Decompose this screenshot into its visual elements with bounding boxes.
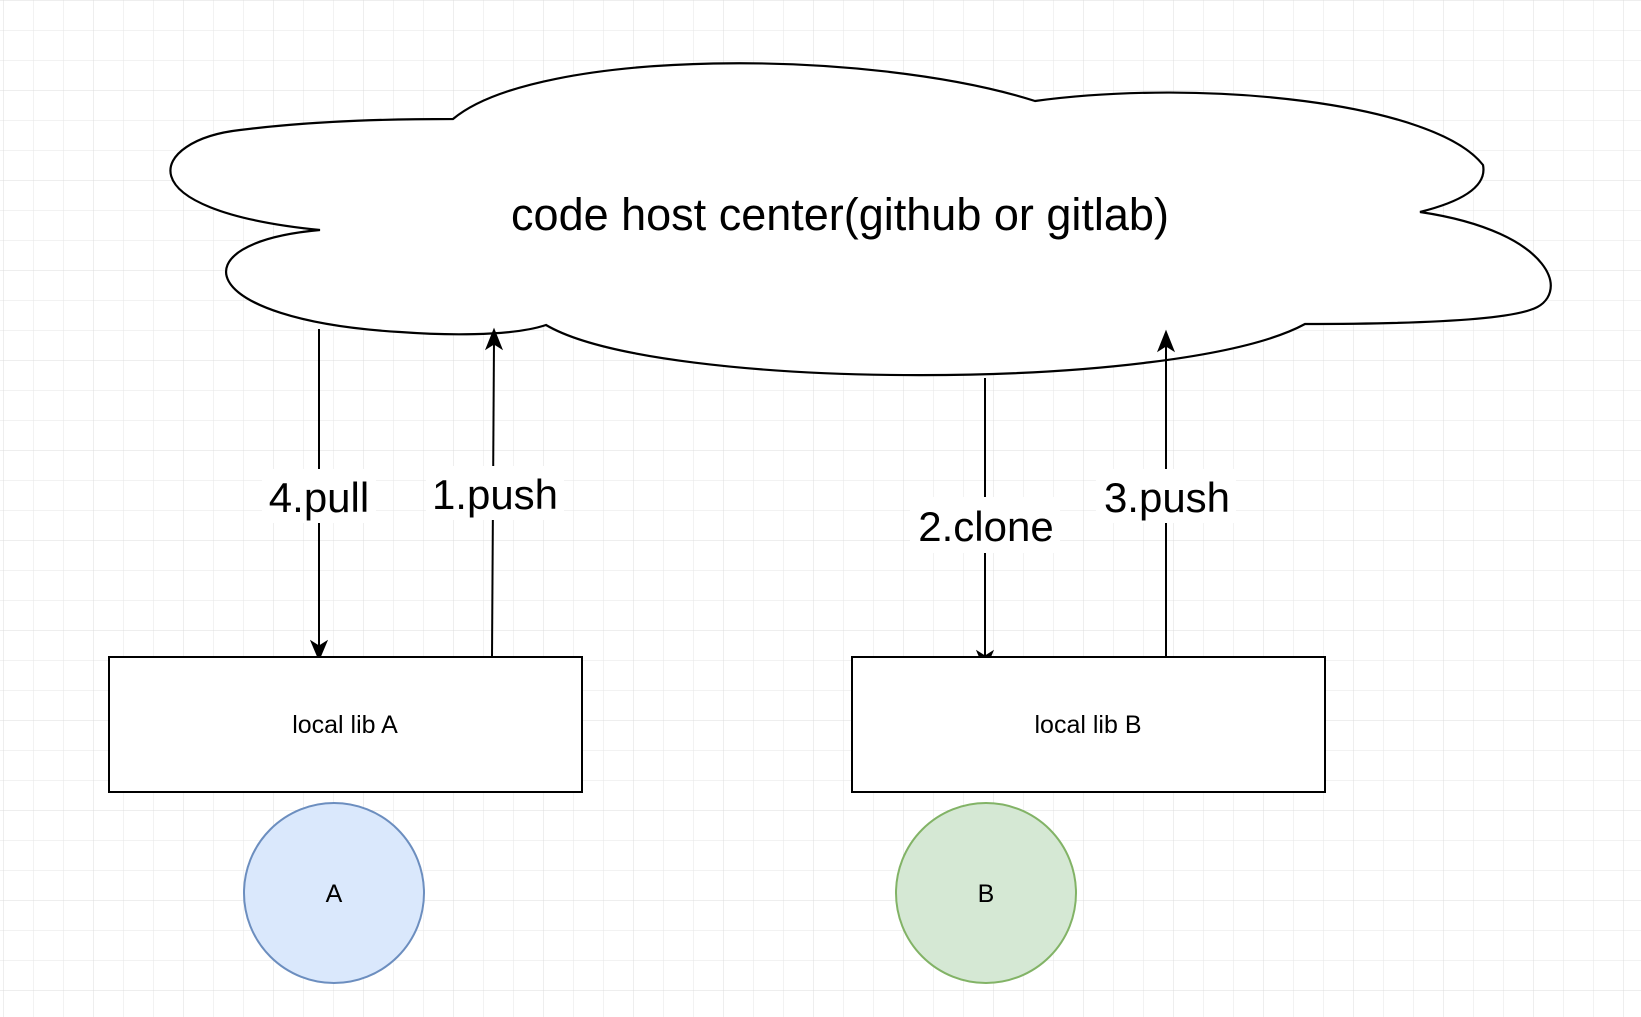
actor-b-label: B <box>978 880 995 908</box>
edge-push-1[interactable]: 1.push <box>426 327 564 658</box>
local-lib-a-box[interactable]: local lib A <box>108 656 583 793</box>
edge-pull-label-bg <box>262 469 376 523</box>
local-lib-b-rect <box>851 656 1326 793</box>
local-lib-b-label: local lib B <box>1035 711 1142 739</box>
local-lib-a-rect <box>108 656 583 793</box>
actor-b-node[interactable]: B <box>895 802 1077 984</box>
edge-pull[interactable]: 4.pull <box>262 329 376 662</box>
edge-pull-arrowhead <box>309 639 329 662</box>
edge-clone-label: 2.clone <box>918 503 1053 550</box>
edge-pull-label: 4.pull <box>269 474 369 521</box>
edge-push-3-arrowhead <box>1156 329 1176 353</box>
local-lib-b-box[interactable]: local lib B <box>851 656 1326 793</box>
actor-a-node[interactable]: A <box>243 802 425 984</box>
cloud-shape <box>169 62 1552 377</box>
actor-a-circle <box>243 802 425 984</box>
local-lib-a-label: local lib A <box>292 711 398 739</box>
actor-b-circle <box>895 802 1077 984</box>
edge-push-1-label-bg <box>426 466 564 520</box>
edge-push-3-label-bg <box>1096 469 1236 523</box>
edge-clone[interactable]: 2.clone <box>910 378 1060 672</box>
actor-a-label: A <box>326 880 343 908</box>
edge-push-1-label: 1.push <box>432 471 558 518</box>
cloud-node[interactable]: code host center(github or gitlab) <box>169 62 1552 377</box>
edge-push-3[interactable]: 3.push <box>1096 329 1236 657</box>
edge-push-1-arrowhead <box>484 327 504 351</box>
cloud-label: code host center(github or gitlab) <box>511 189 1169 240</box>
edge-push-3-label: 3.push <box>1104 474 1230 521</box>
edge-clone-label-bg <box>910 497 1060 553</box>
